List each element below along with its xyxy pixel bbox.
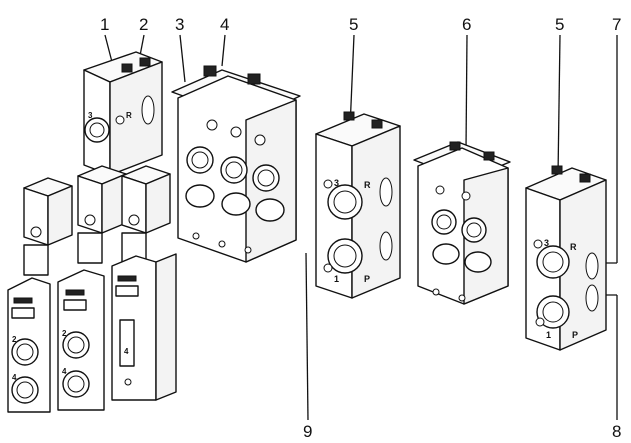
end-plate-right: 3 R 1 P [525, 165, 607, 351]
svg-text:3: 3 [334, 178, 339, 188]
manifold-plate-left [171, 65, 301, 263]
svg-text:1: 1 [334, 274, 339, 284]
svg-text:3: 3 [544, 238, 549, 248]
valve-3: 4 [111, 165, 177, 401]
svg-text:P: P [364, 274, 370, 284]
callout-2: 2 [139, 15, 148, 34]
callout-4: 4 [220, 15, 229, 34]
svg-text:2: 2 [62, 329, 67, 338]
end-block-rear: 3 R [83, 51, 163, 176]
callout-5-left: 5 [349, 15, 358, 34]
svg-text:R: R [126, 111, 132, 120]
svg-text:4: 4 [12, 373, 17, 382]
valve-1: 2 4 [7, 177, 73, 413]
callout-9: 9 [303, 422, 312, 441]
callout-7: 7 [612, 15, 621, 34]
callout-6: 6 [462, 15, 471, 34]
svg-text:R: R [570, 242, 577, 252]
svg-text:3: 3 [88, 111, 93, 120]
end-plate-middle: 3 R 1 P [315, 111, 401, 299]
svg-text:4: 4 [124, 347, 129, 356]
leader-lines [104, 34, 618, 421]
svg-text:2: 2 [12, 335, 17, 344]
valve-2: 2 4 [57, 165, 127, 411]
callout-8: 8 [612, 422, 621, 441]
svg-text:R: R [364, 180, 371, 190]
svg-text:P: P [572, 330, 578, 340]
manifold-plate-right [413, 141, 511, 305]
svg-text:4: 4 [62, 367, 67, 376]
callout-5-right: 5 [555, 15, 564, 34]
callout-1: 1 [100, 15, 109, 34]
svg-text:1: 1 [546, 330, 551, 340]
callout-3: 3 [175, 15, 184, 34]
